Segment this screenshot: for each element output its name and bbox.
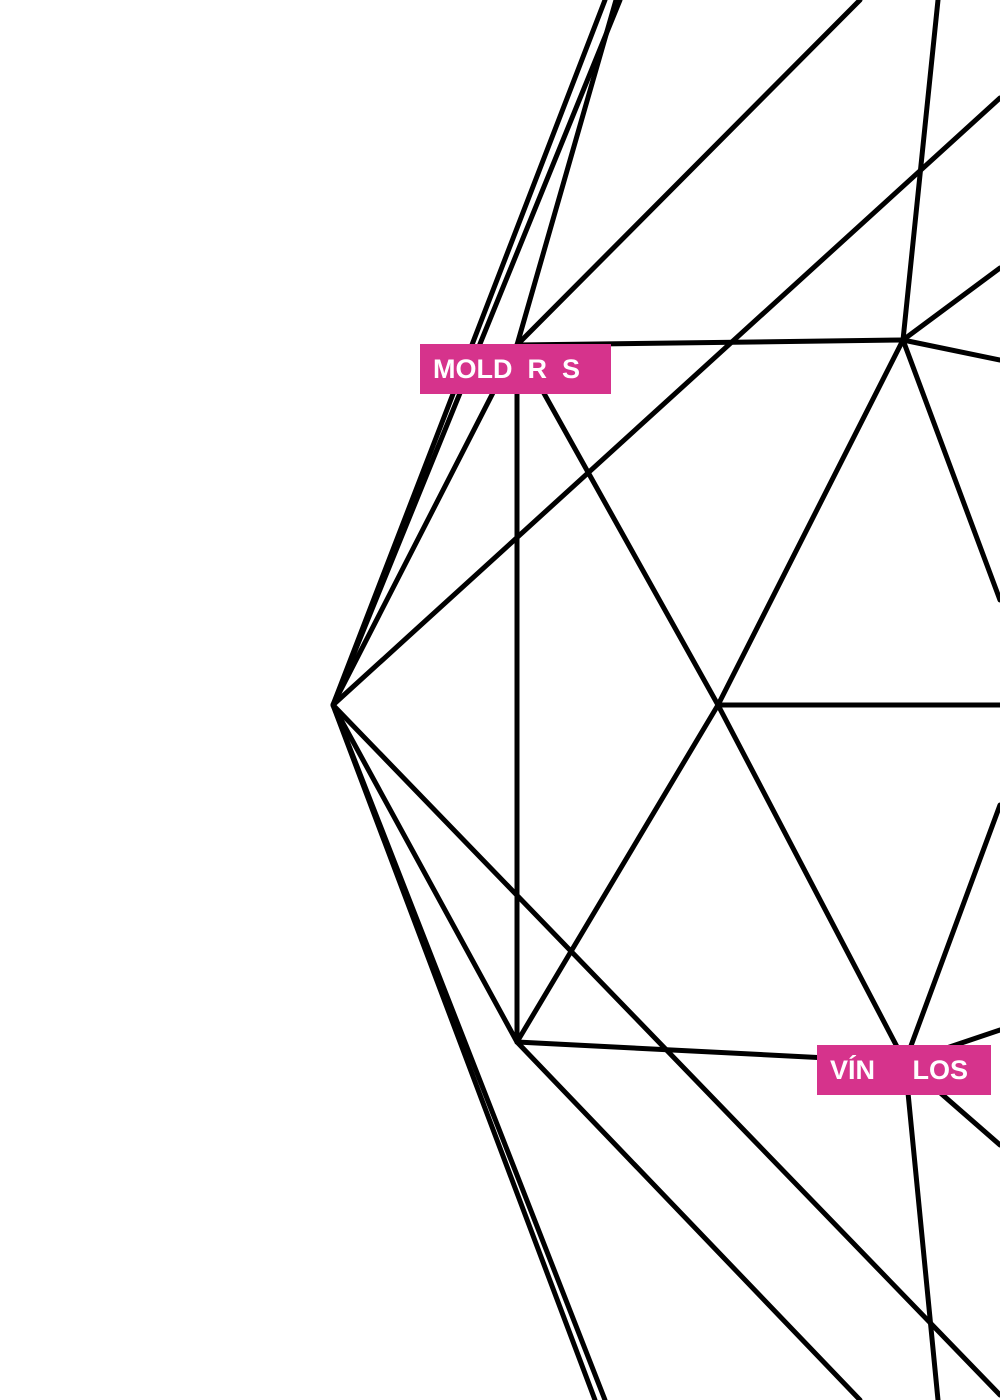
label-bottom-pink: VÍN LOS — [817, 1045, 991, 1095]
wireframe-edge — [514, 1039, 863, 1400]
wireframe-edge — [330, 702, 520, 1045]
wireframe-edge — [330, 95, 1000, 708]
wireframe-edge — [715, 702, 908, 1065]
wireframe-edge — [902, 1059, 941, 1400]
wireframe-edge — [902, 802, 1000, 1065]
wireframe-edge — [900, 0, 941, 343]
wireframe-edges — [330, 0, 1000, 1400]
wireframe-edge — [900, 265, 1000, 343]
wireframe-edge — [900, 337, 1000, 363]
wireframe-edge — [330, 337, 523, 708]
wireframe-edge — [715, 337, 906, 708]
label-top-pink: MOLD R S — [420, 344, 611, 394]
wireframe-edge — [514, 0, 619, 348]
wireframe-edge — [330, 702, 598, 1400]
wireframe-edge — [514, 702, 721, 1045]
wireframe-edge — [900, 337, 1000, 603]
wireframe-edge — [514, 342, 721, 708]
wireframe-edge — [514, 0, 863, 348]
